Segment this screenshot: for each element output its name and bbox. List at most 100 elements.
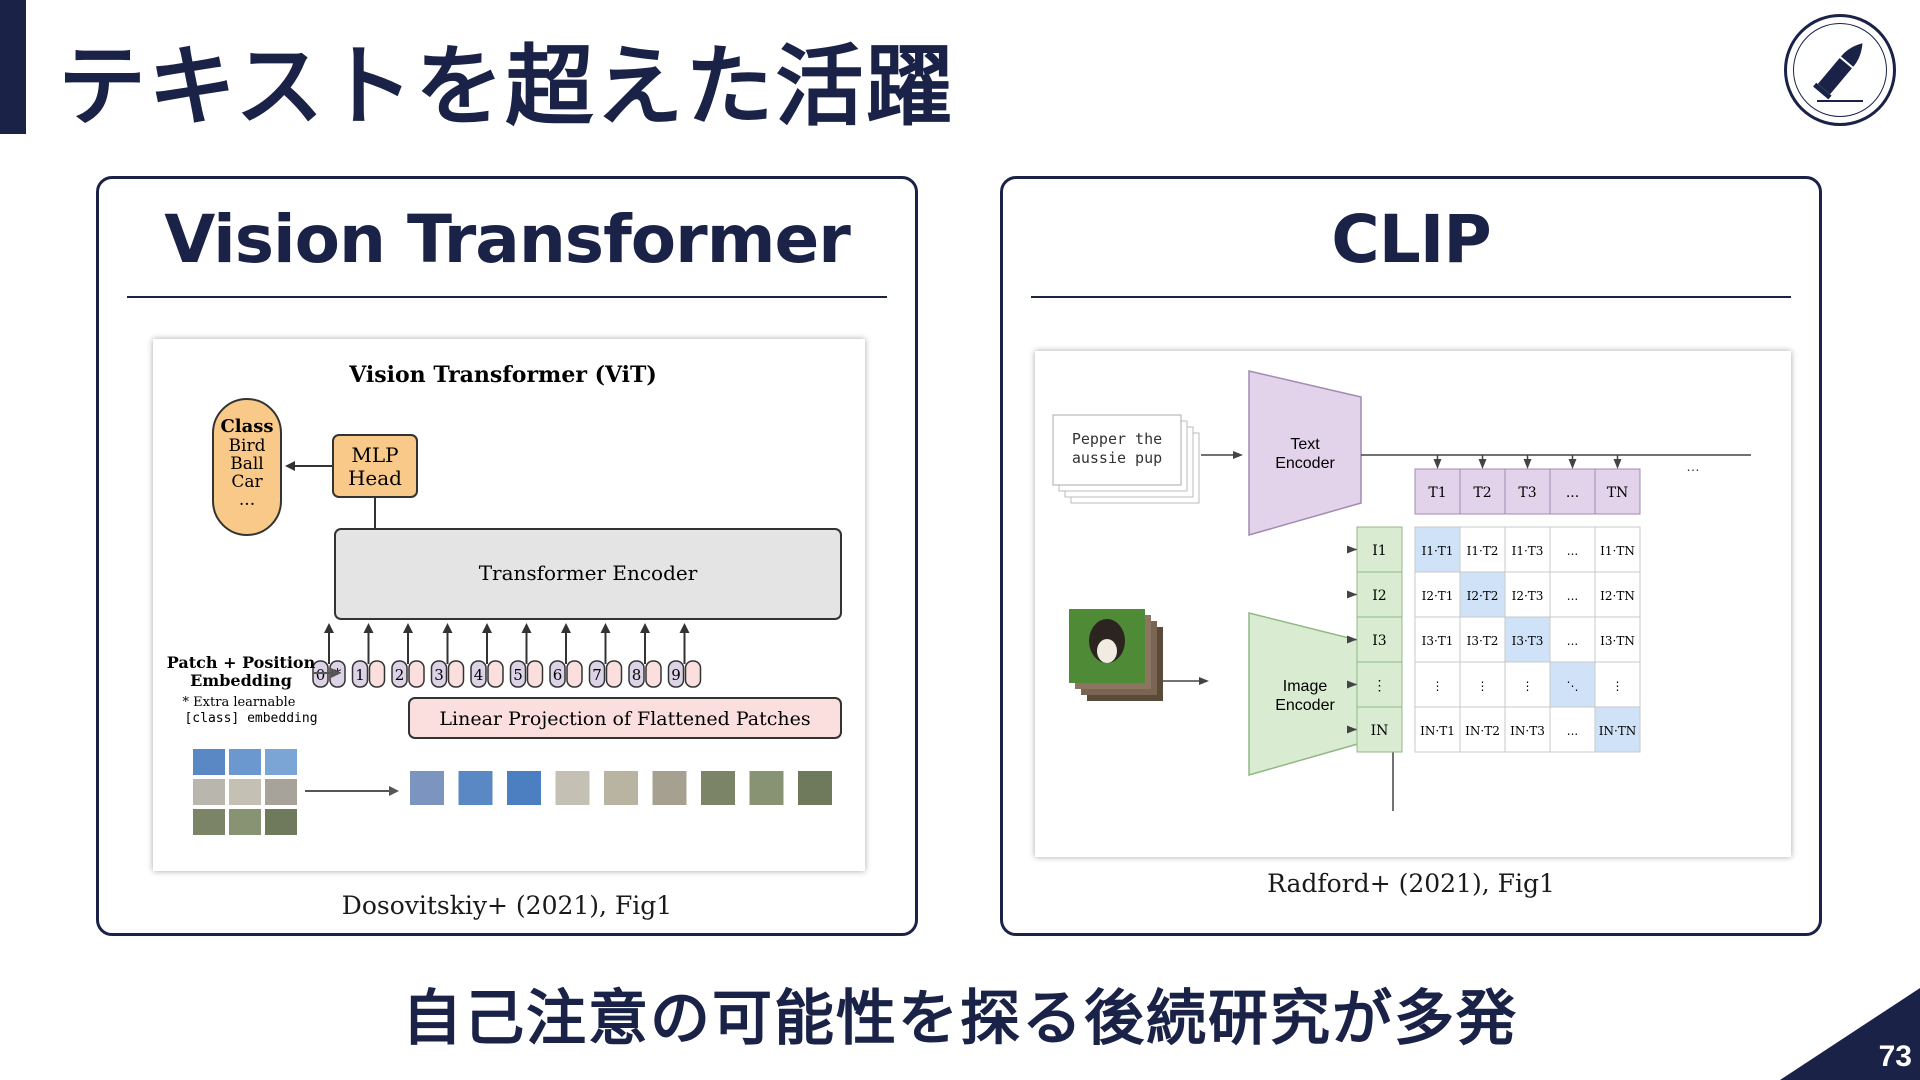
transformer-encoder-box xyxy=(334,528,842,620)
clip-figure: Pepper the aussie pup Text Encoder … Ima… xyxy=(1035,351,1791,857)
image-patch xyxy=(604,771,638,805)
text-encoder-label: Encoder xyxy=(1275,455,1335,472)
text-token-cell xyxy=(1414,468,1461,515)
flattened-patches xyxy=(410,771,832,805)
class-label: Class xyxy=(220,416,273,437)
page-corner xyxy=(1780,988,1920,1080)
matched-pair-cell xyxy=(1594,706,1641,753)
token-pair: 1 xyxy=(351,623,386,688)
vit-heading: Vision Transformer xyxy=(164,201,851,278)
text-input-line: Pepper the xyxy=(1072,430,1162,448)
similarity-label: I3·TN xyxy=(1600,634,1635,648)
position-embedding-token xyxy=(430,660,448,688)
text-token-label: TN xyxy=(1607,485,1629,501)
linear-projection-label: Linear Projection of Flattened Patches xyxy=(439,708,810,730)
token-pair: 5 xyxy=(509,623,544,688)
patch-embedding-token xyxy=(566,660,583,688)
position-embedding-token xyxy=(588,660,606,688)
clip-panel: CLIP Pepper the aussie pup Text Encoder … xyxy=(1000,176,1822,936)
similarity-cell xyxy=(1414,706,1461,753)
class-item: Ball xyxy=(230,454,264,474)
similarity-label: I1·TN xyxy=(1600,544,1635,558)
text-token-cell xyxy=(1594,468,1641,515)
patch-embedding-token xyxy=(526,660,544,688)
image-patch xyxy=(749,771,784,805)
position-embedding-token xyxy=(628,660,645,688)
patch-embedding-token xyxy=(645,660,662,688)
image-patch xyxy=(555,771,590,805)
text-token-label: T1 xyxy=(1428,485,1446,501)
position-embedding-token xyxy=(470,660,487,688)
patch-embedding-token xyxy=(408,660,425,688)
title-accent-bar xyxy=(0,0,26,134)
similarity-cell xyxy=(1594,526,1641,573)
similarity-label: ... xyxy=(1567,544,1578,558)
similarity-cell xyxy=(1459,661,1506,708)
similarity-cell xyxy=(1459,526,1506,573)
similarity-cell xyxy=(1549,706,1596,753)
vit-caption: Dosovitskiy+ (2021), Fig1 xyxy=(341,891,673,920)
token-index: 4 xyxy=(474,666,484,684)
page-number: 73 xyxy=(1878,1040,1912,1073)
similarity-label: I3·T3 xyxy=(1512,634,1544,648)
image-patch xyxy=(652,771,687,805)
similarity-label: ⋮ xyxy=(1612,679,1624,693)
source-image xyxy=(193,749,297,835)
similarity-label: ... xyxy=(1567,589,1578,603)
token-index: 9 xyxy=(671,666,681,684)
matched-pair-cell xyxy=(1504,616,1551,663)
token-pair: 7 xyxy=(588,623,623,688)
logo xyxy=(1784,14,1896,126)
position-embedding-token xyxy=(351,660,369,688)
position-embedding-token xyxy=(549,660,566,688)
image-encoder-label: Image xyxy=(1283,678,1328,695)
image-patch xyxy=(701,771,735,805)
token-index: 7 xyxy=(592,666,602,684)
similarity-label: ... xyxy=(1567,634,1578,648)
similarity-label: I2·T1 xyxy=(1422,589,1454,603)
vit-panel: Vision Transformer Vision Transformer (V… xyxy=(96,176,918,936)
token-pair: 0* xyxy=(312,623,346,688)
token-pair: 3 xyxy=(430,623,465,688)
similarity-label: ⋮ xyxy=(1432,679,1444,693)
similarity-label: ... xyxy=(1567,724,1578,738)
text-token-label: T3 xyxy=(1518,485,1536,501)
similarity-cell xyxy=(1549,571,1596,618)
class-box xyxy=(212,398,282,536)
slide-title: テキストを超えた活躍 xyxy=(58,35,956,138)
similarity-cell xyxy=(1459,706,1506,753)
similarity-cell xyxy=(1504,526,1551,573)
extra-note: * Extra learnable xyxy=(183,695,296,710)
position-embedding-token xyxy=(391,660,408,688)
similarity-label: IN·T3 xyxy=(1510,724,1545,738)
patch-embedding-token xyxy=(487,660,504,688)
vit-figure: Vision Transformer (ViT) Class Bird Ball… xyxy=(153,339,865,871)
similarity-cell xyxy=(1504,661,1551,708)
similarity-cell xyxy=(1504,706,1551,753)
text-token-label: ... xyxy=(1566,485,1579,501)
image-token-label: I3 xyxy=(1372,633,1386,649)
similarity-cell xyxy=(1594,616,1641,663)
extra-note: [class] embedding xyxy=(184,711,317,726)
image-token-cell xyxy=(1356,616,1403,663)
token-index: 6 xyxy=(553,666,563,684)
similarity-cell xyxy=(1414,661,1461,708)
token-pair: 8 xyxy=(628,623,662,688)
image-patch xyxy=(410,771,444,805)
similarity-label: ⋮ xyxy=(1477,679,1489,693)
position-embedding-token xyxy=(667,660,685,688)
position-embedding-token xyxy=(509,660,527,688)
image-token-cell xyxy=(1356,706,1403,753)
similarity-cell xyxy=(1504,571,1551,618)
text-token-label: T2 xyxy=(1473,485,1491,501)
class-item: Bird xyxy=(229,436,266,456)
similarity-cell xyxy=(1594,571,1641,618)
similarity-label: I3·T1 xyxy=(1422,634,1454,648)
token-pair: 6 xyxy=(549,623,583,688)
image-token-label: ⋮ xyxy=(1373,678,1387,694)
image-token-cell xyxy=(1356,661,1403,708)
clip-heading-rule xyxy=(1031,296,1791,298)
similarity-label: ⋱ xyxy=(1567,679,1579,693)
similarity-label: IN·T1 xyxy=(1420,724,1455,738)
